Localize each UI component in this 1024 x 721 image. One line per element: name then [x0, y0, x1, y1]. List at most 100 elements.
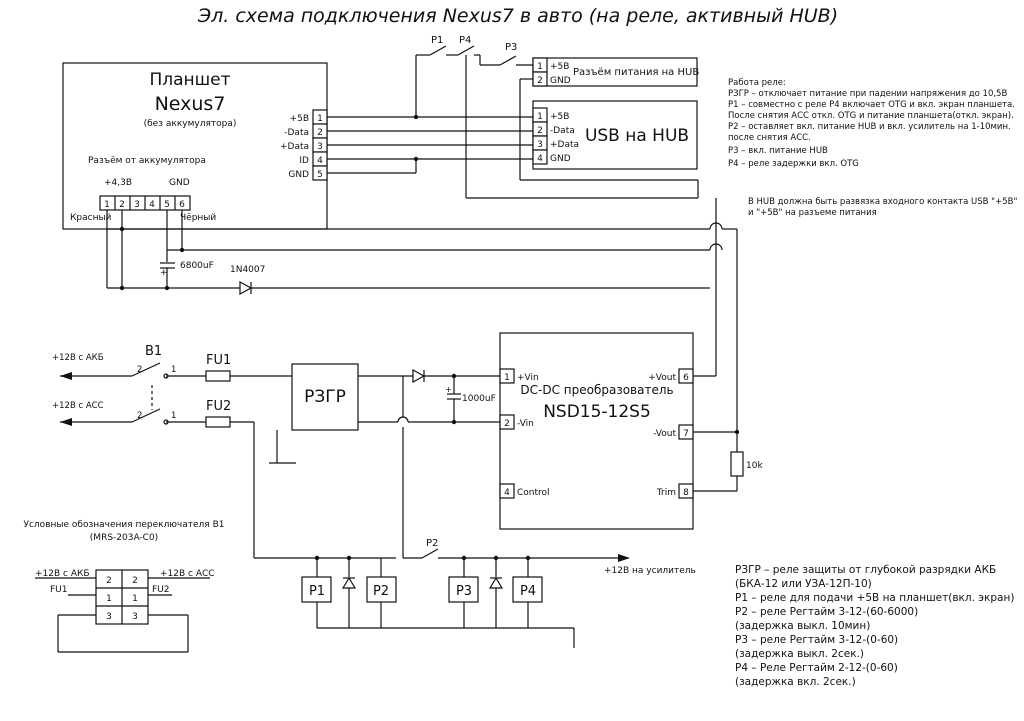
svg-text:+5В: +5В [550, 112, 569, 122]
svg-text:GND: GND [550, 76, 571, 86]
svg-text:+5В: +5В [290, 114, 309, 124]
hub-title: USB на HUB [585, 126, 689, 146]
svg-text:1: 1 [171, 365, 176, 375]
svg-text:2: 2 [504, 419, 510, 429]
battery-wiring: + 6800uF 1N4007 [106, 210, 737, 296]
svg-text:1: 1 [104, 200, 110, 210]
hub-power-connector: 1 2 +5В GND Разъём питания на HUB [532, 57, 699, 87]
svg-text:6: 6 [683, 373, 689, 383]
top-relay-contacts: P1 P4 P3 [415, 35, 698, 199]
svg-text:P2 – реле Регтайм 3-12-(60-600: P2 – реле Регтайм 3-12-(60-6000) [735, 606, 918, 618]
svg-text:РЗГР – отключает питание при п: РЗГР – отключает питание при падении нап… [728, 89, 1007, 99]
svg-text:2: 2 [132, 576, 138, 586]
svg-text:+: + [160, 268, 168, 278]
tablet-model: Nexus7 [155, 93, 226, 115]
svg-text:P1: P1 [431, 35, 443, 46]
input-akb-label: +12В с АКБ [52, 353, 104, 363]
svg-text:(БКА-12 или УЗА-12П-10): (БКА-12 или УЗА-12П-10) [735, 578, 872, 590]
svg-text:P2 – оставляет вкл. питание HU: P2 – оставляет вкл. питание HUB и вкл. у… [728, 122, 1011, 132]
svg-text:2: 2 [137, 411, 142, 421]
switch-legend-title: Условные обозначения переключателя B1 [24, 520, 225, 530]
svg-text:+12В с АСС: +12В с АСС [160, 569, 215, 579]
svg-text:+Vout: +Vout [648, 373, 676, 383]
svg-text:+Data: +Data [280, 142, 309, 152]
dcdc-title: DC-DC преобразователь [520, 383, 673, 397]
resistor-label: 10k [746, 461, 763, 471]
svg-text:1: 1 [106, 594, 112, 604]
usb-hub-block: USB на HUB 1 2 3 4 +5В -Data +Data GND [532, 100, 698, 170]
svg-text:-Vin: -Vin [517, 419, 534, 429]
svg-text:4: 4 [149, 200, 155, 210]
svg-text:-Data: -Data [550, 126, 575, 136]
tablet-title: Планшет [149, 70, 230, 90]
svg-text:1: 1 [171, 411, 176, 421]
svg-text:2: 2 [537, 126, 543, 136]
svg-text:1: 1 [537, 112, 543, 122]
svg-text:GND: GND [550, 154, 571, 164]
power-connector-title: Разъём питания на HUB [573, 67, 699, 78]
cap-1000-label: 1000uF [462, 394, 496, 404]
battery-gnd-label: GND [169, 178, 190, 188]
svg-text:8: 8 [683, 488, 689, 498]
svg-text:3: 3 [537, 140, 543, 150]
rzgr-block: РЗГР [269, 363, 413, 464]
svg-text:P1 – реле для подачи +5В на пл: P1 – реле для подачи +5В на планшет(вкл.… [735, 592, 1014, 604]
relay-p4: P4 [520, 584, 536, 599]
svg-text:после снятия АСС.: после снятия АСС. [728, 133, 811, 143]
svg-text:+5В: +5В [550, 62, 569, 72]
svg-text:1: 1 [504, 373, 510, 383]
svg-text:P3: P3 [505, 42, 517, 53]
tablet-block: Планшет Nexus7 (без аккумулятора) Разъём… [62, 62, 328, 230]
diagram-title: Эл. схема подключения Nexus7 в авто (на … [197, 5, 838, 27]
svg-text:-Data: -Data [284, 128, 309, 138]
dcdc-input-wiring: + 1000uF [358, 368, 501, 558]
component-legend: РЗГР – реле защиты от глубокой разрядки … [735, 564, 1014, 688]
svg-text:GND: GND [288, 170, 309, 180]
svg-text:P3 – вкл. питание HUB: P3 – вкл. питание HUB [728, 146, 828, 156]
svg-text:4: 4 [504, 488, 510, 498]
svg-text:+Data: +Data [550, 140, 579, 150]
svg-text:-Vout: -Vout [653, 429, 676, 439]
switch-legend: Условные обозначения переключателя B1 (M… [24, 520, 225, 653]
svg-text:+12В с АКБ: +12В с АКБ [35, 569, 90, 579]
svg-text:4: 4 [317, 156, 323, 166]
switch-legend-model: (MRS-203A-C0) [90, 533, 158, 543]
switch-b1-label: B1 [145, 344, 162, 359]
relay-p1: P1 [309, 584, 325, 599]
svg-text:3: 3 [132, 612, 138, 622]
svg-text:4: 4 [537, 154, 543, 164]
black-wire-label: Чёрный [180, 213, 216, 223]
svg-text:2: 2 [317, 128, 323, 138]
tablet-usb-pins: 1 2 3 4 5 +5В -Data +Data ID GND [280, 109, 328, 181]
svg-text:(задержка выкл. 2сек.): (задержка выкл. 2сек.) [735, 648, 864, 660]
svg-text:1: 1 [317, 114, 323, 124]
bottom-relays: P1 P2 P2 +12В на усилитель P3 P4 [254, 538, 696, 648]
svg-text:5: 5 [317, 170, 323, 180]
dcdc-model: NSD15-12S5 [543, 402, 651, 422]
svg-text:7: 7 [683, 429, 689, 439]
svg-text:3: 3 [106, 612, 112, 622]
fuse-fu2-label: FU2 [206, 399, 231, 414]
fuse-fu1-label: FU1 [206, 353, 231, 368]
svg-text:P1 – совместно с реле P4 включ: P1 – совместно с реле P4 включает OTG и … [728, 100, 1015, 110]
relay-notes: Работа реле: РЗГР – отключает питание пр… [728, 78, 1017, 218]
relay-p3: P3 [456, 584, 472, 599]
amp-output-label: +12В на усилитель [604, 566, 696, 576]
svg-text:3: 3 [134, 200, 140, 210]
svg-text:(задержка выкл. 10мин): (задержка выкл. 10мин) [735, 620, 870, 632]
p2-switch-label: P2 [426, 538, 438, 549]
usb-wires [327, 114, 699, 198]
svg-text:P3 – реле Регтайм 3-12-(0-60): P3 – реле Регтайм 3-12-(0-60) [735, 634, 898, 646]
svg-text:и "+5В" на разъеме питания: и "+5В" на разъеме питания [748, 208, 877, 218]
svg-text:1: 1 [132, 594, 138, 604]
battery-plus-label: +4,3В [104, 178, 132, 188]
battery-connector: 1 2 3 4 5 6 [99, 195, 191, 211]
svg-text:+: + [445, 385, 452, 394]
input-acc-label: +12В с АСС [52, 401, 104, 411]
svg-text:Control: Control [517, 488, 550, 498]
svg-text:P4: P4 [459, 35, 471, 46]
diode-label: 1N4007 [230, 265, 265, 275]
svg-text:В HUB должна быть развязка вхо: В HUB должна быть развязка входного конт… [748, 197, 1017, 207]
vout-wires [693, 198, 740, 456]
trim-resistor: 10k [693, 451, 763, 492]
